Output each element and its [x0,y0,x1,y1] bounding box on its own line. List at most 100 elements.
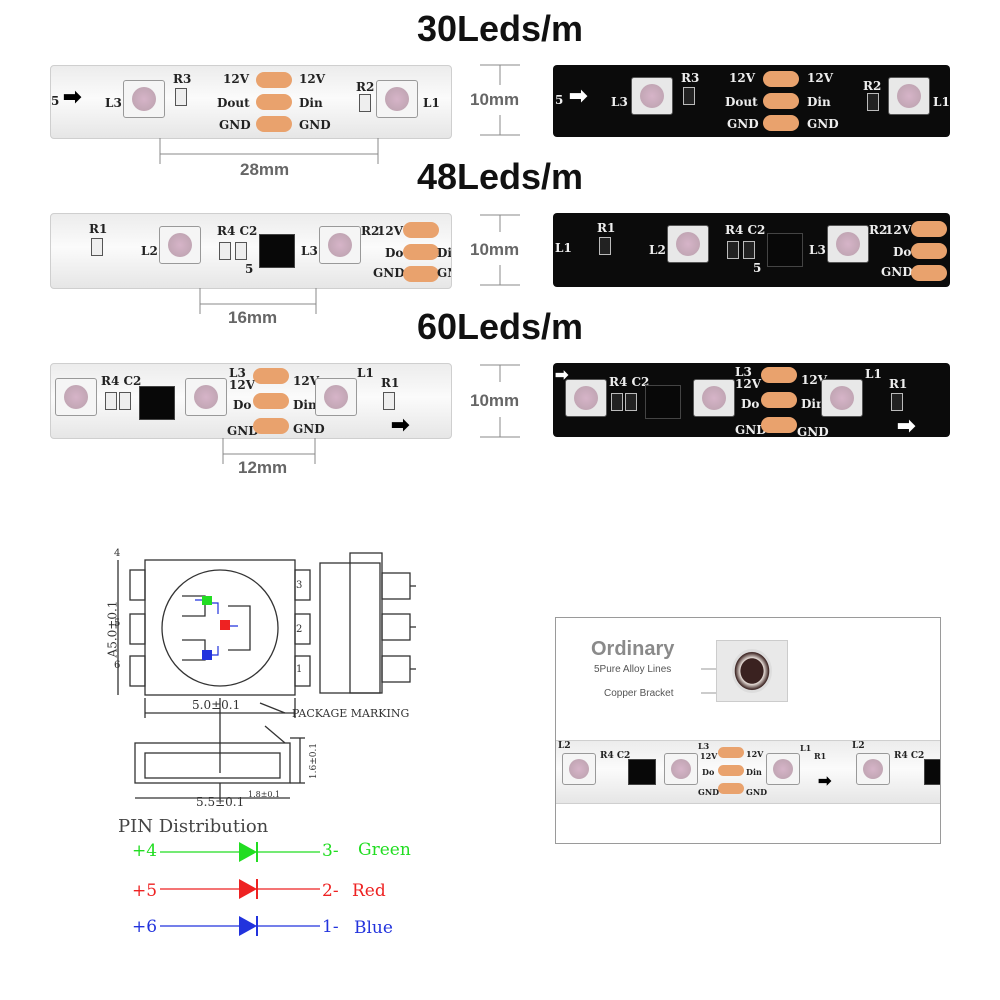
strip-label: R2 [361,224,380,238]
strip-label: Do [741,397,760,411]
width-dim-48: 10mm [470,240,520,259]
led-5050 [667,225,709,263]
solder-pad [253,393,289,409]
package-small-dim: 1.8±0.1 [248,790,281,799]
led-5050 [565,379,607,417]
resistor [683,87,695,105]
pin-number-left-2: 5 [114,618,121,629]
strip-label: L1 [423,96,440,110]
ic-chip [767,233,803,267]
strip-label: R1 [89,222,108,236]
blue-die [202,650,212,660]
strip-label: R2 [869,223,888,237]
strip-label: R4 C2 [894,751,925,761]
strip-label: GND [727,117,759,131]
strip-label: 12V [885,223,912,237]
strip-label: L2 [649,243,666,257]
red-die [220,620,230,630]
width-dimension-markers [480,64,520,438]
strip-label: 12V [801,373,828,387]
strip-label: L3 [105,96,122,110]
strip-label: 12V [223,72,250,86]
direction-arrow-icon: ➡ [818,773,832,790]
strip-label: Din [299,96,323,110]
strip-label: R2 [863,79,882,93]
strip-label: L1 [933,95,950,109]
strip-label: 5 [245,262,254,276]
resistor [599,237,611,255]
pitch-dim-line-48 [199,288,317,314]
package-width-dim: 5.0±0.1 [192,698,241,712]
ordinary-strip: L2 R4 C2 L3 12V Do GND 12V Din GND L1 R1… [556,740,940,804]
pin-number-right-2: 2 [296,624,303,635]
solder-pad [253,418,289,434]
strip-label: L2 [852,741,865,751]
width-dim-30: 10mm [470,90,520,109]
led-5050 [856,753,890,785]
pin-number-left-1: 4 [114,548,121,559]
pin-number-left-3: 6 [114,660,121,671]
heading-48leds: 48Leds/m [416,156,584,197]
strip-label: Din [807,95,831,109]
strip-label: GND [227,424,259,438]
strip-48-black: L1 R1 L2 R4 C2 5 L3 R2 12V Do GND [553,213,950,287]
strip-label: L2 [141,244,158,258]
strip-label: R1 [814,751,827,761]
solder-pad [761,392,797,408]
led-5050 [766,753,800,785]
pin-right-green: 3- [322,841,339,861]
led-5050 [315,378,357,416]
package-marking-label: PACKAGE MARKING [292,707,410,720]
pitch-dim-30: 28mm [240,160,290,179]
strip-label: GND [746,787,768,797]
strip-48-white: R1 L2 R4 C2 5 L3 R2 12V Do GND Din GN [50,213,452,289]
ic-chip [924,759,940,785]
strip-label: 12V [293,374,320,388]
strip-label: GND [797,425,829,437]
strip-label: 12V [729,71,756,85]
strip-label: Do [893,245,912,259]
strip-label: R3 [173,72,192,86]
strip-label: 12V [700,751,718,761]
strip-label: GND [299,118,331,132]
strip-label: Do [233,398,252,412]
resistor [175,88,187,106]
strip-label: 5 [555,93,564,107]
strip-60-black: ➡ R4 C2 L3 12V Do GND 12V Din GND L1 R1 … [553,363,950,437]
strip-label: GND [881,265,913,279]
package-height-dim: A5.0±0.1 [105,600,120,658]
strip-label: L1 [865,367,882,381]
strip-label: L3 [735,365,752,379]
strip-label: R1 [889,377,908,391]
strip-label: GN [437,266,451,280]
solder-pad [253,368,289,384]
resistor [891,393,903,411]
resistor [219,242,231,260]
strip-label: R4 C2 [725,223,766,237]
ic-chip [628,759,656,785]
package-bottom-dim: 5.5±0.1 [196,795,245,809]
strip-label: 12V [807,71,834,85]
ic-chip [259,234,295,268]
pin-name-red: Red [352,881,386,901]
solder-pad [763,71,799,87]
strip-label: 5 [753,261,762,275]
led-package-drawing [117,552,416,800]
capacitor [119,392,131,410]
led-5050 [123,80,165,118]
strip-60-white: R4 C2 L3 12V Do GND 12V Din GND L1 R1 ➡ [50,363,452,439]
pin-left-green: +4 [132,841,158,861]
heading-60leds: 60Leds/m [416,306,584,347]
pitch-dim-line-60 [222,438,316,464]
led-5050 [159,226,201,264]
strip-label: Din [293,398,317,412]
solder-pad [718,783,744,794]
ic-chip [139,386,175,420]
strip-label: GND [293,422,325,436]
pin-number-right-3: 1 [296,664,303,675]
strip-label: Do [385,246,404,260]
resistor [867,93,879,111]
ordinary-led-closeup [716,640,788,702]
strip-label: 12V [299,72,326,86]
strip-label: R4 C2 [600,751,631,761]
